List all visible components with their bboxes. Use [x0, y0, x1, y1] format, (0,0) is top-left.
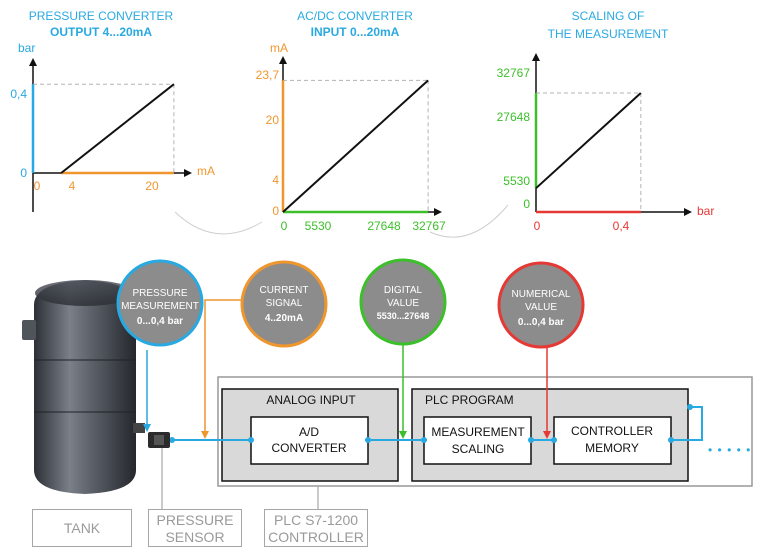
y-tick-label: 20: [266, 113, 280, 127]
controller-memory-label: MEMORY: [585, 441, 639, 455]
chart-title: AC/DC CONVERTER: [297, 9, 413, 23]
x-tick-label: 0: [34, 179, 41, 193]
signal-nodes: [169, 404, 693, 443]
pressure-measurement-bubble: PRESSURE MEASUREMENT 0...0,4 bar: [116, 259, 204, 347]
x-unit: bar: [697, 204, 714, 218]
current-arrow: [201, 299, 243, 439]
sensor-caption-line: PRESSURE: [156, 512, 234, 528]
x-tick-label: 0: [281, 219, 288, 233]
x-unit: mA: [197, 164, 215, 178]
plc-caption-line: PLC S7-1200: [273, 512, 359, 528]
plc-program-label: PLC PROGRAM: [425, 393, 514, 407]
y-tick-label: 0: [523, 197, 530, 211]
svg-text:DIGITAL: DIGITAL: [384, 285, 423, 296]
svg-text:VALUE: VALUE: [525, 302, 557, 313]
x-tick-label: 20: [145, 179, 159, 193]
chart-scaling: SCALING OF THE MEASUREMENT bar 32767 276…: [497, 9, 715, 233]
y-tick-label: 23,7: [256, 68, 280, 82]
svg-text:NUMERICAL: NUMERICAL: [512, 289, 571, 300]
connector-arc: [174, 211, 263, 235]
numerical-value-bubble: NUMERICAL VALUE 0...0,4 bar: [497, 261, 585, 349]
chart-title: SCALING OF: [572, 9, 645, 23]
x-tick-label: 5530: [305, 219, 332, 233]
chart-subtitle: OUTPUT 4...20mA: [50, 25, 152, 39]
current-signal-bubble: CURRENT SIGNAL 4..20mA: [240, 260, 328, 348]
controller-memory-box: [553, 416, 672, 465]
chart-subtitle: INPUT 0...20mA: [311, 25, 400, 39]
ad-converter-box: [250, 416, 369, 465]
measurement-scaling-label: SCALING: [452, 442, 505, 456]
chart-pressure-converter: PRESSURE CONVERTER OUTPUT 4...20mA bar m…: [10, 9, 215, 212]
x-tick-label: 0: [534, 219, 541, 233]
sensor-caption-line: SENSOR: [165, 529, 225, 545]
svg-text:MEASUREMENT: MEASUREMENT: [121, 301, 199, 312]
chart-title: PRESSURE CONVERTER: [29, 9, 174, 23]
signal-path: [172, 406, 703, 441]
pressure-sensor-icon: [148, 432, 170, 448]
y-tick-label: 32767: [497, 66, 531, 80]
y-tick-label: 0: [272, 204, 279, 218]
svg-text:SIGNAL: SIGNAL: [266, 298, 303, 309]
y-tick-label: 0: [20, 166, 27, 180]
svg-text:5530...27648: 5530...27648: [377, 311, 430, 321]
svg-text:PRESSURE: PRESSURE: [132, 288, 187, 299]
analog-input-label: ANALOG INPUT: [266, 393, 356, 407]
x-tick-label: 32767: [412, 219, 446, 233]
chart-subtitle: THE MEASUREMENT: [548, 27, 669, 41]
x-tick-label: 4: [69, 179, 76, 193]
tank-caption: TANK: [32, 509, 132, 547]
y-tick-label: 5530: [503, 174, 530, 188]
chart-acdc-converter: AC/DC CONVERTER INPUT 0...20mA mA 23,7 2…: [256, 9, 446, 233]
controller-memory-label: CONTROLLER: [571, 424, 653, 438]
y-tick-label: 4: [272, 173, 279, 187]
svg-text:4..20mA: 4..20mA: [265, 313, 303, 324]
y-unit: mA: [270, 41, 288, 55]
caption-connectors: [161, 448, 319, 509]
y-tick-label: 27648: [497, 110, 531, 124]
tank-icon: [22, 280, 145, 494]
connector-arc: [429, 204, 509, 238]
plc-controller-caption: PLC S7-1200 CONTROLLER: [264, 509, 368, 547]
series-line: [535, 92, 642, 189]
tank-caption-text: TANK: [63, 520, 101, 536]
series-line: [60, 83, 175, 174]
pressure-sensor-caption: PRESSURE SENSOR: [148, 509, 242, 547]
ad-converter-label: CONVERTER: [271, 441, 346, 455]
svg-text:0...0,4 bar: 0...0,4 bar: [518, 317, 564, 328]
continuation-dots: • • • • •: [708, 443, 751, 457]
x-tick-label: 27648: [367, 219, 401, 233]
plc-caption-line: CONTROLLER: [268, 529, 364, 545]
y-tick-label: 0,4: [10, 87, 27, 101]
y-unit: bar: [18, 41, 35, 55]
measurement-scaling-label: MEASUREMENT: [431, 425, 525, 439]
svg-text:CURRENT: CURRENT: [260, 285, 309, 296]
digital-value-bubble: DIGITAL VALUE 5530...27648: [359, 258, 447, 346]
ad-converter-label: A/D: [299, 425, 319, 439]
series-line: [282, 79, 429, 213]
x-tick-label: 0,4: [613, 219, 630, 233]
svg-text:VALUE: VALUE: [387, 298, 419, 309]
svg-text:0...0,4 bar: 0...0,4 bar: [137, 316, 183, 327]
